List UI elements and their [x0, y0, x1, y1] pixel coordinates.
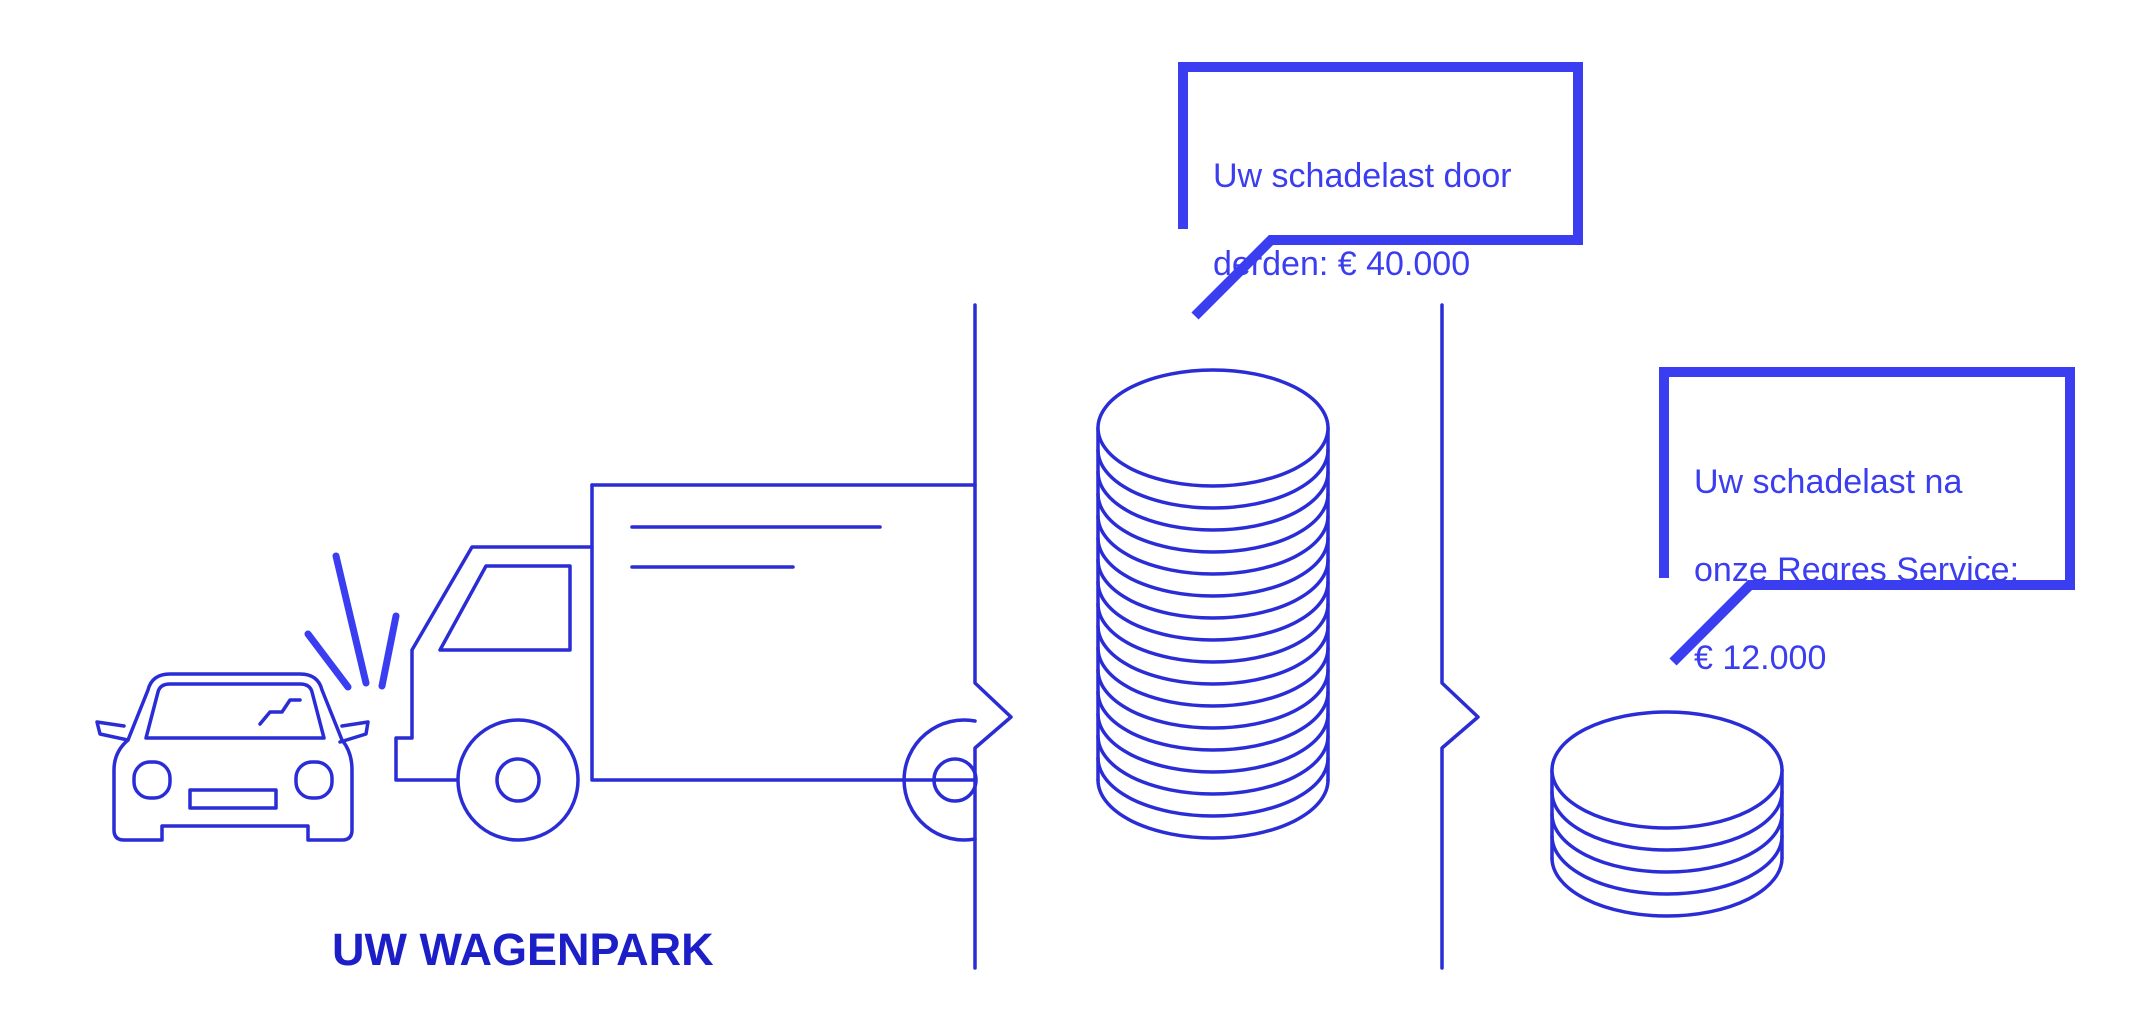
coin-stack-icon: [1550, 710, 1784, 918]
coin-rim: [1096, 514, 1330, 576]
bubble-right-text: Uw schadelast na onze Regres Service: € …: [1694, 416, 2019, 724]
coin-rim: [1096, 492, 1330, 554]
coin-rim: [1096, 536, 1330, 598]
speech-bubble-icon: [1659, 367, 2075, 666]
coin-top: [1096, 368, 1330, 488]
coin-rim: [1096, 624, 1330, 686]
coin-rim: [1096, 558, 1330, 620]
speech-bubble-icon: [1178, 62, 1583, 320]
coin-rim: [1096, 602, 1330, 664]
coin-rim: [1096, 712, 1330, 774]
coin-rim: [1096, 580, 1330, 642]
bubble-right-line-2: onze Regres Service:: [1694, 551, 2020, 589]
coin-rim: [1096, 668, 1330, 730]
coin-rim: [1096, 470, 1330, 532]
coin-rim: [1096, 778, 1330, 840]
car-icon: [95, 552, 400, 842]
coin-rim: [1550, 812, 1784, 874]
bubble-left-text: Uw schadelast door derden: € 40.000: [1213, 110, 1512, 330]
bubble-right-line-3: € 12.000: [1694, 639, 1827, 677]
break-divider-left: [973, 303, 1013, 970]
coin-rim: [1096, 690, 1330, 752]
coin-rim: [1550, 856, 1784, 918]
coin-rim: [1096, 448, 1330, 510]
coin-rim: [1550, 790, 1784, 852]
coin-top: [1550, 710, 1784, 830]
break-divider-right: [1440, 303, 1480, 970]
coin-rim: [1096, 756, 1330, 818]
coin-rim: [1550, 834, 1784, 896]
bubble-right-line-1: Uw schadelast na: [1694, 463, 1963, 501]
coin-rim: [1096, 646, 1330, 708]
bubble-left-line-1: Uw schadelast door: [1213, 157, 1512, 195]
truck-icon: [394, 483, 978, 842]
fleet-label: UW WAGENPARK: [332, 924, 714, 975]
bubble-left-line-2: derden: € 40.000: [1213, 245, 1471, 283]
coin-stack-icon: [1096, 368, 1330, 840]
coin-rim: [1096, 734, 1330, 796]
